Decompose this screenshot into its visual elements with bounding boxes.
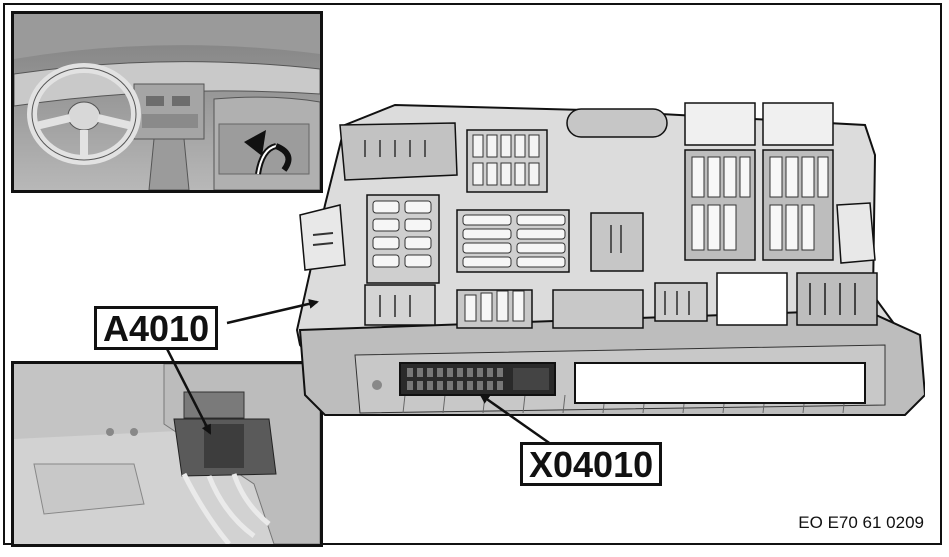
interior-inset	[11, 11, 323, 193]
junction-box-module	[295, 102, 925, 417]
module-mounting-illustration	[14, 364, 320, 544]
mounting-inset	[11, 361, 323, 547]
car-dashboard-illustration	[14, 14, 320, 190]
curved-arrow-icon	[244, 130, 292, 175]
document-reference: EO E70 61 0209	[798, 513, 924, 532]
callout-a4010: A4010	[94, 306, 219, 350]
diagram-frame: A4010 X04010 EO E70 61 0209	[3, 3, 942, 547]
callout-x04010: X04010	[520, 442, 663, 486]
connector-x04010	[399, 362, 556, 396]
